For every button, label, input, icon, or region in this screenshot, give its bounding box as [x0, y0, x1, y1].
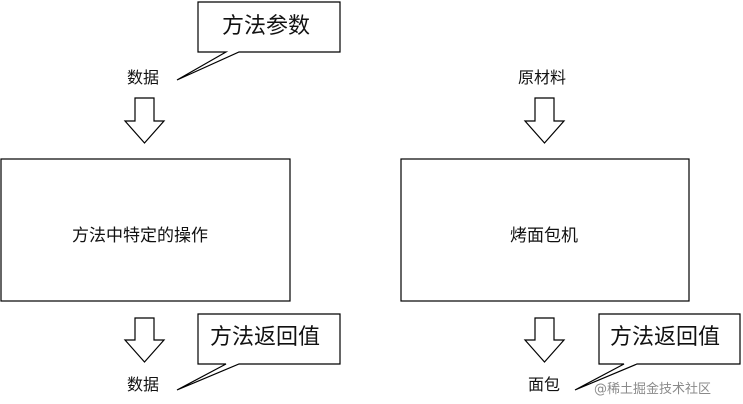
left-down-arrow-bottom	[123, 317, 166, 363]
right-process-box	[400, 158, 690, 302]
left-input-callout-bubble	[176, 1, 341, 81]
left-output-callout-bubble	[176, 313, 341, 391]
right-input-label: 原材料	[518, 68, 567, 87]
right-process-box-label: 烤面包机	[510, 226, 578, 246]
left-input-label: 数据	[127, 68, 160, 87]
left-down-arrow-top	[123, 97, 166, 144]
right-down-arrow-bottom	[523, 317, 566, 363]
left-output-callout-text: 方法返回值	[210, 325, 321, 350]
right-output-label: 面包	[528, 375, 561, 394]
left-output-label: 数据	[127, 375, 160, 394]
left-input-callout-text: 方法参数	[222, 14, 311, 39]
watermark-text: @稀土掘金技术社区	[594, 382, 712, 397]
right-down-arrow-top	[523, 97, 566, 144]
left-process-box-label: 方法中特定的操作	[72, 226, 208, 246]
right-output-callout-text: 方法返回值	[610, 325, 721, 350]
left-process-box	[0, 158, 291, 302]
right-output-callout-bubble	[574, 313, 741, 391]
